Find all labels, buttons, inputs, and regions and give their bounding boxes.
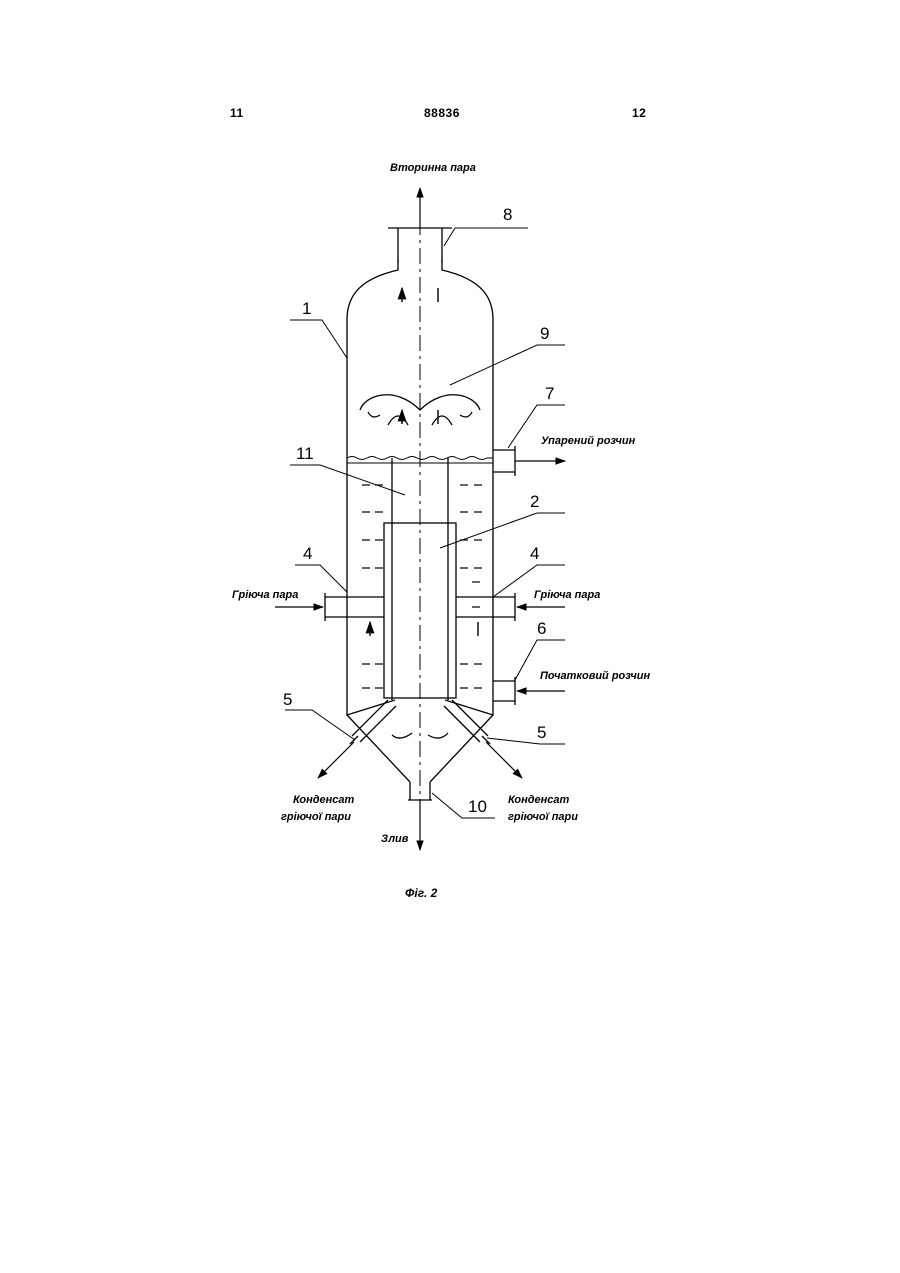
- label-condensate-right-1: Конденсат: [508, 794, 570, 806]
- label-condensate-left-2: гріючої пари: [281, 811, 351, 823]
- callout-2: 2: [530, 492, 539, 511]
- condensate-left-arrow: [318, 742, 354, 778]
- flow-ticks: [370, 288, 478, 636]
- callout-6: 6: [537, 619, 546, 638]
- label-drain: Злив: [381, 833, 409, 845]
- callout-10: 10: [468, 797, 487, 816]
- callout-8: 8: [503, 205, 512, 224]
- callout-9: 9: [540, 324, 549, 343]
- label-condensate-left-1: Конденсат: [293, 794, 355, 806]
- label-condensate-right-2: гріючої пари: [508, 811, 578, 823]
- liquid-marks: [362, 485, 482, 688]
- callout-11: 11: [296, 444, 314, 463]
- callout-5-left: 5: [283, 690, 292, 709]
- callout-7: 7: [545, 384, 554, 403]
- label-evaporated-solution: Упарений розчин: [541, 435, 636, 447]
- condensate-right-arrow: [486, 742, 522, 778]
- figure-caption: Фіг. 2: [405, 886, 438, 900]
- label-heating-steam-right: Гріюча пара: [534, 589, 600, 601]
- heating-pipe-right: [456, 593, 515, 621]
- callout-1: 1: [302, 299, 311, 318]
- callout-5-right: 5: [537, 723, 546, 742]
- callout-4-left: 4: [303, 544, 312, 563]
- label-secondary-vapor: Вторинна пара: [390, 162, 476, 174]
- label-heating-steam-left: Гріюча пара: [232, 589, 298, 601]
- label-initial-solution: Початковий розчин: [540, 670, 650, 682]
- evaporated-outlet-nozzle: [493, 446, 515, 476]
- callout-4-right: 4: [530, 544, 539, 563]
- heating-pipe-left: [325, 593, 384, 621]
- initial-solution-nozzle: [493, 677, 515, 705]
